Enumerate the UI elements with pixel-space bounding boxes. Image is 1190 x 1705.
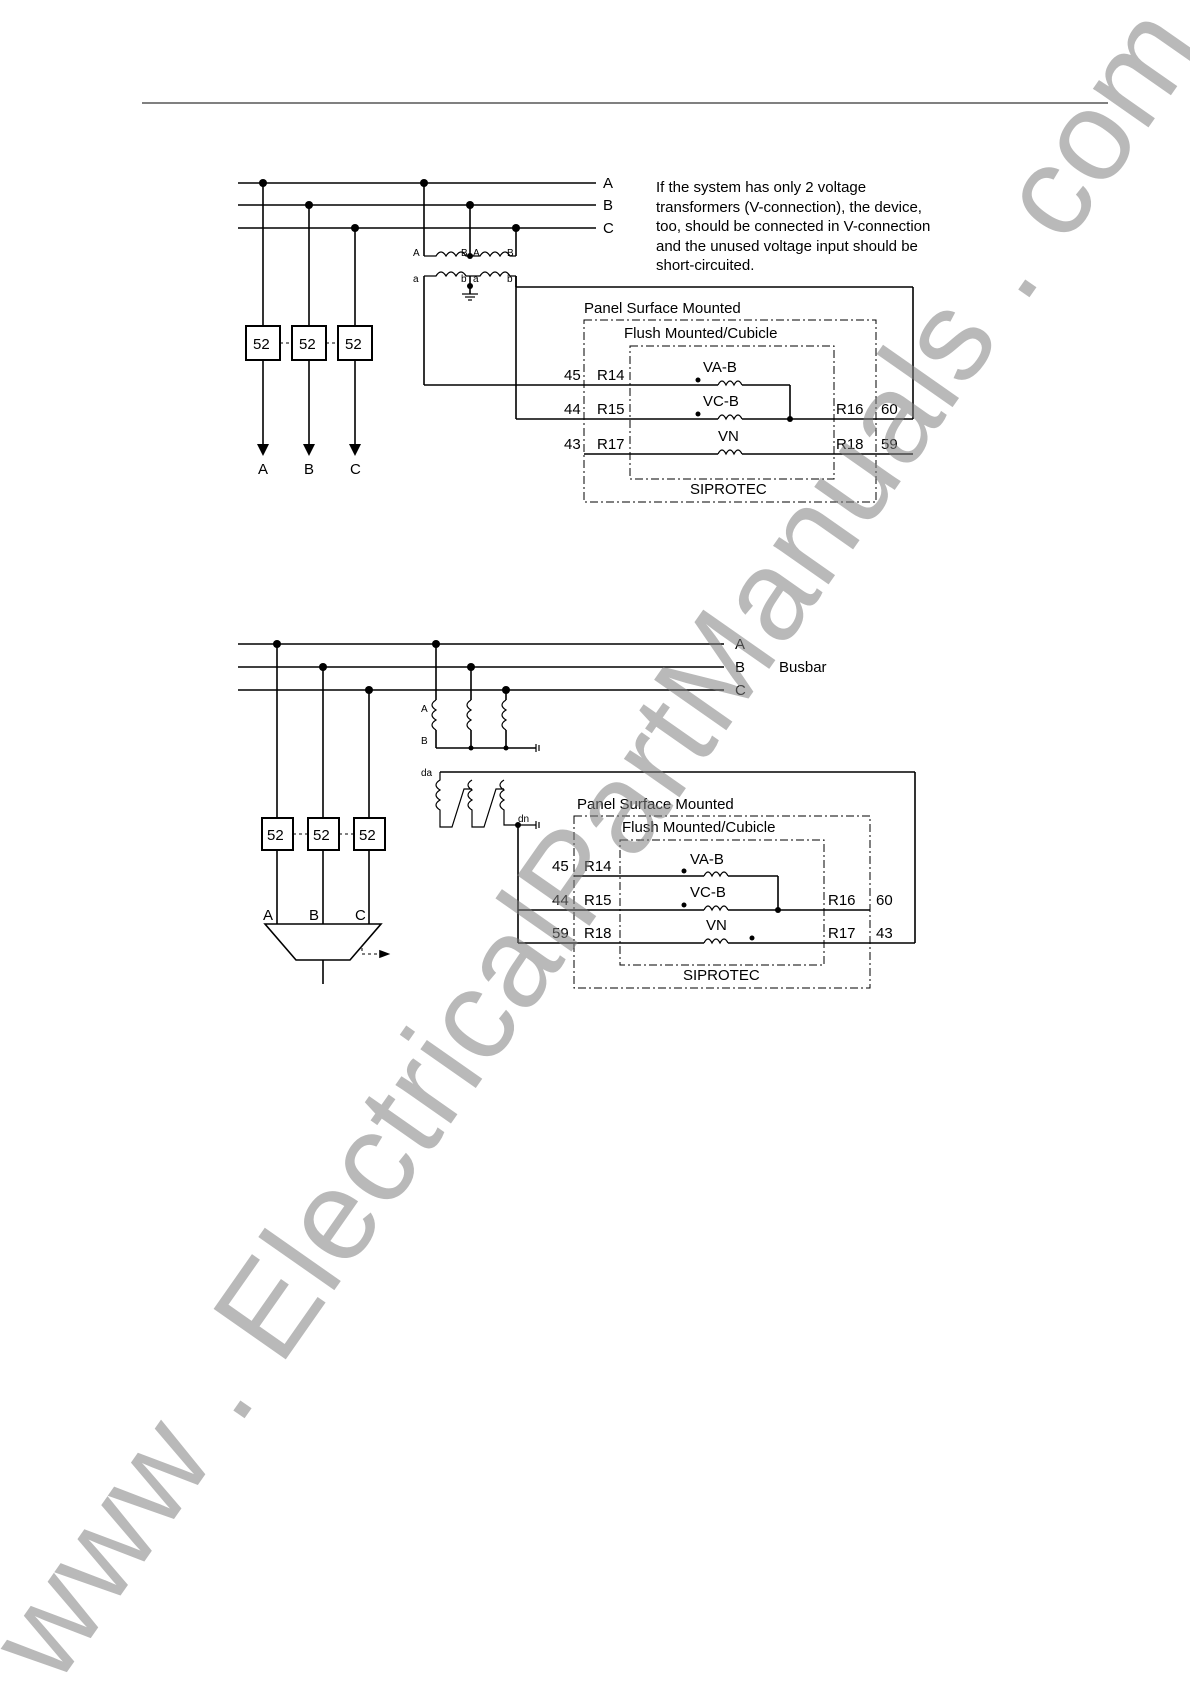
diagram-2-labels: A B C Busbar 52 52 52 A B C A B da dn Pa… (263, 636, 893, 984)
v-connection-note: If the system has only 2 voltage transfo… (656, 178, 976, 276)
breaker-label: 52 (267, 827, 284, 844)
junction-dots-1 (257, 179, 793, 456)
open-delta-label: da (421, 768, 433, 779)
coil-label: VN (706, 917, 727, 934)
pin-label: 44 (564, 401, 581, 418)
pin-label: 60 (881, 401, 898, 418)
pin-label: 59 (552, 925, 569, 942)
pin-label: 60 (876, 892, 893, 909)
coil-label: VC-B (690, 884, 726, 901)
terminal-label: R14 (584, 858, 612, 875)
coil-label: VA-B (690, 851, 724, 868)
vt-secondary-label: a (413, 274, 419, 285)
device-label: SIPROTEC (690, 481, 767, 498)
junction-dots-2 (273, 640, 781, 941)
breaker-label: 52 (359, 827, 376, 844)
terminal-label: R17 (597, 436, 625, 453)
output-label-a: A (258, 461, 268, 478)
note-line: too, should be connected in V-connection (656, 218, 931, 235)
pin-label: 45 (564, 367, 581, 384)
note-line: If the system has only 2 voltage (656, 179, 867, 196)
pin-label: 45 (552, 858, 569, 875)
bus-label-a: A (735, 636, 745, 653)
output-label-a: A (263, 907, 273, 924)
output-label-c: C (350, 461, 361, 478)
terminal-label: R16 (836, 401, 864, 418)
coil-label: VC-B (703, 393, 739, 410)
vt-primary-label: B (507, 248, 514, 259)
panel-label: Panel Surface Mounted (584, 300, 741, 317)
terminal-label: R17 (828, 925, 856, 942)
coil-label: VN (718, 428, 739, 445)
bus-label-c: C (603, 220, 614, 237)
open-delta-label: dn (518, 814, 529, 825)
vt-secondary-label: b (461, 274, 467, 285)
output-label-b: B (304, 461, 314, 478)
coil-label: VA-B (703, 359, 737, 376)
bus-label-b: B (735, 659, 745, 676)
pin-label: 43 (876, 925, 893, 942)
diagram-2 (238, 643, 916, 989)
vt-primary-label: B (461, 248, 468, 259)
breaker-label: 52 (345, 336, 362, 353)
busbar-label: Busbar (779, 659, 827, 676)
note-line: and the unused voltage input should be (656, 237, 918, 255)
breaker-label: 52 (313, 827, 330, 844)
pin-label: 59 (881, 436, 898, 453)
terminal-label: R15 (584, 892, 612, 909)
panel-label: Panel Surface Mounted (577, 796, 734, 813)
vt-secondary-label: a (473, 274, 479, 285)
note-line: transformers (V-connection), the device, (656, 198, 922, 216)
bus-label-c: C (735, 682, 746, 699)
terminal-label: R18 (584, 925, 612, 942)
device-label: SIPROTEC (683, 967, 760, 984)
pin-label: 44 (552, 892, 569, 909)
vt-label: A (421, 704, 428, 715)
vt-primary-label: A (413, 248, 420, 259)
breaker-label: 52 (253, 336, 270, 353)
diagram-1-labels: A B C 52 52 52 A B C A B A B a b a b Pan… (253, 175, 898, 498)
terminal-label: R14 (597, 367, 625, 384)
terminal-label: R15 (597, 401, 625, 418)
terminal-label: R18 (836, 436, 864, 453)
flush-label: Flush Mounted/Cubicle (622, 819, 775, 836)
output-label-b: B (309, 907, 319, 924)
bus-label-b: B (603, 197, 613, 214)
bus-label-a: A (603, 175, 613, 192)
pin-label: 43 (564, 436, 581, 453)
breaker-label: 52 (299, 336, 316, 353)
vt-primary-label: A (473, 248, 480, 259)
terminal-label: R16 (828, 892, 856, 909)
vt-secondary-label: b (507, 274, 513, 285)
output-label-c: C (355, 907, 366, 924)
flush-label: Flush Mounted/Cubicle (624, 325, 777, 342)
note-line: short-circuited. (656, 257, 755, 274)
vt-label: B (421, 736, 428, 747)
